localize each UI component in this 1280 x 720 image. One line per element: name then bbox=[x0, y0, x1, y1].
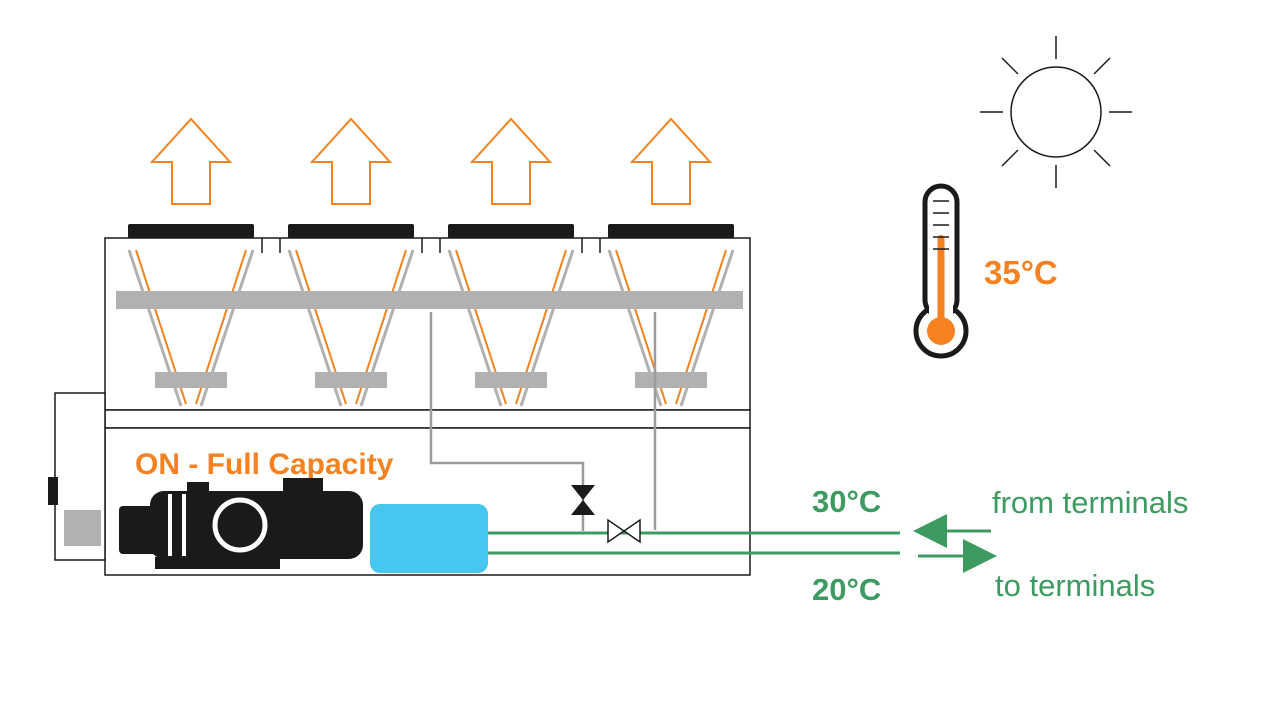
pipe-valve-icon bbox=[607, 518, 641, 544]
flow-arrow-to-terminals bbox=[918, 539, 997, 573]
return-temp-label: 30°C bbox=[812, 484, 881, 519]
ambient-temp-label: 35°C bbox=[984, 254, 1058, 291]
coil-header-bar bbox=[116, 291, 743, 309]
thermometer-icon bbox=[913, 183, 969, 359]
from-terminals-label: from terminals bbox=[992, 485, 1188, 520]
fan-icon bbox=[128, 224, 734, 238]
evaporator-icon bbox=[370, 504, 488, 573]
side-panel-vent bbox=[64, 510, 101, 546]
compressor-icon bbox=[119, 478, 363, 569]
heat-exhaust-arrow-icon bbox=[149, 117, 713, 205]
condenser-coil-icon bbox=[116, 249, 743, 407]
plenum-band bbox=[104, 409, 751, 429]
flow-arrow-from-terminals bbox=[913, 514, 991, 548]
water-pipes bbox=[488, 531, 900, 555]
sun-icon bbox=[980, 36, 1132, 188]
to-terminals-label: to terminals bbox=[995, 568, 1155, 603]
status-label: ON - Full Capacity bbox=[135, 448, 394, 481]
fan-brackets bbox=[261, 238, 601, 253]
supply-temp-label: 20°C bbox=[812, 572, 881, 607]
expansion-valve-icon bbox=[571, 485, 595, 515]
side-panel-notch bbox=[48, 477, 58, 505]
